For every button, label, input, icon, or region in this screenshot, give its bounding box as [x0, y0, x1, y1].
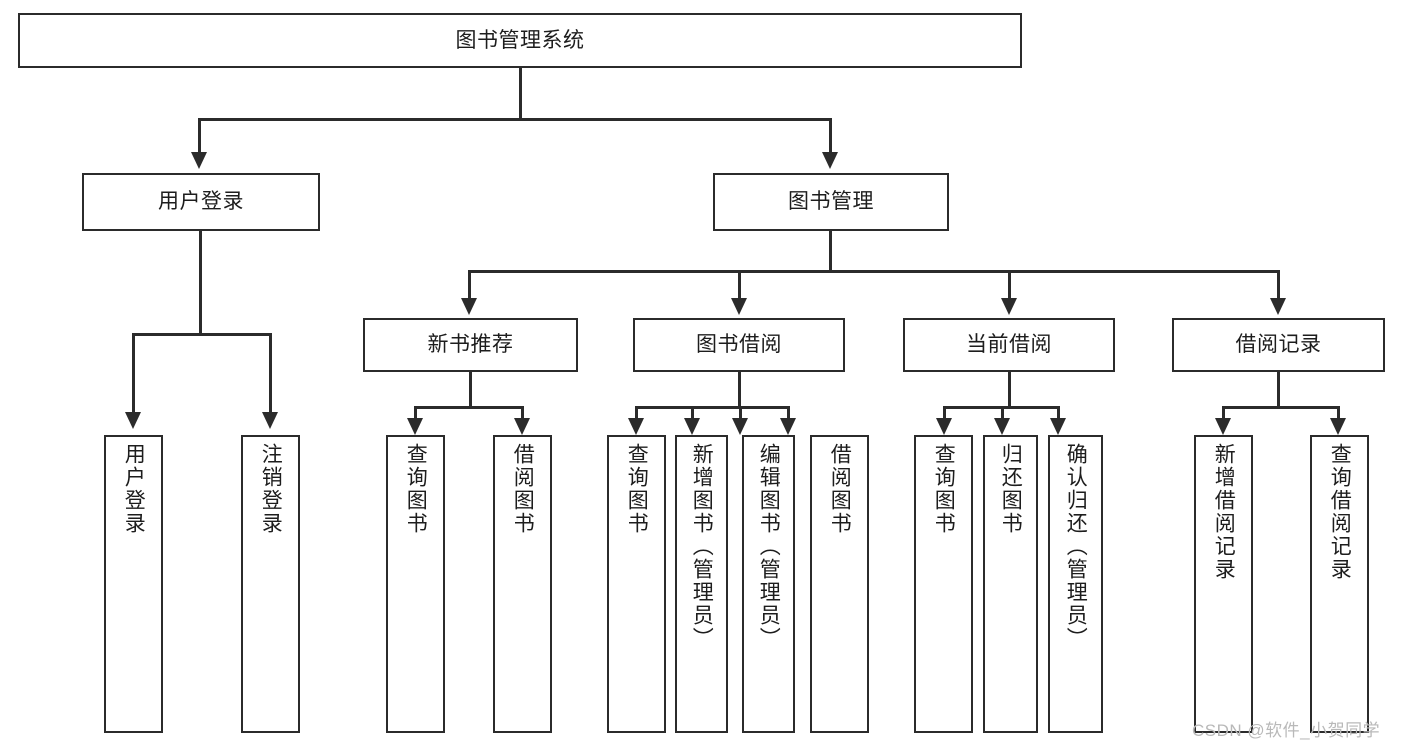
- node-user-login[interactable]: 用户登录: [82, 173, 320, 231]
- leaf-add-book-admin[interactable]: 新增图书（管理员）: [675, 435, 728, 733]
- connector-current-borrow-stem: [1008, 372, 1011, 409]
- connector-to-book-manage: [829, 118, 832, 153]
- connector-user-login-child1: [132, 333, 135, 413]
- node-label: 查询图书: [404, 443, 428, 535]
- connector-book-borrow-bus: [635, 406, 790, 409]
- arrowhead-current-borrow-child1: [936, 418, 952, 435]
- node-label: 确认归还（管理员）: [1064, 443, 1088, 650]
- connector-new-book-child2: [521, 406, 524, 419]
- node-label: 查询图书: [932, 443, 956, 535]
- arrowhead-to-user-login: [191, 152, 207, 169]
- connector-book-manage-stem: [829, 231, 832, 273]
- connector-new-book-stem: [469, 372, 472, 409]
- node-label: 新增图书（管理员）: [690, 443, 714, 650]
- node-book-management[interactable]: 图书管理: [713, 173, 949, 231]
- connector-book-borrow-child3: [739, 406, 742, 419]
- leaf-query-book-current[interactable]: 查询图书: [914, 435, 973, 733]
- leaf-confirm-return-admin[interactable]: 确认归还（管理员）: [1048, 435, 1103, 733]
- node-label: 新书推荐: [427, 333, 514, 357]
- arrowhead-book-borrow-child3: [732, 418, 748, 435]
- node-label: 图书管理系统: [455, 28, 585, 52]
- leaf-edit-book-admin[interactable]: 编辑图书（管理员）: [742, 435, 795, 733]
- connector-borrow-record-stem: [1277, 372, 1280, 409]
- leaf-query-book-borrow[interactable]: 查询图书: [607, 435, 666, 733]
- connector-user-login-stem: [199, 231, 202, 336]
- node-borrow-record[interactable]: 借阅记录: [1172, 318, 1385, 372]
- node-label: 借阅图书: [828, 443, 852, 535]
- connector-level1-bus: [198, 118, 832, 121]
- arrowhead-borrow-record-child1: [1215, 418, 1231, 435]
- arrowhead-borrow-record-child2: [1330, 418, 1346, 435]
- connector-to-new-book: [468, 270, 471, 299]
- node-label: 用户登录: [122, 443, 146, 535]
- connector-borrow-record-child2: [1337, 406, 1340, 419]
- connector-level2-bus: [468, 270, 1280, 273]
- connector-root-stem: [519, 68, 522, 120]
- node-current-borrow[interactable]: 当前借阅: [903, 318, 1115, 372]
- arrowhead-new-book-child1: [407, 418, 423, 435]
- connector-new-book-bus: [414, 406, 524, 409]
- node-new-book-recommend[interactable]: 新书推荐: [363, 318, 578, 372]
- node-label: 借阅记录: [1235, 333, 1322, 357]
- leaf-borrow-book[interactable]: 借阅图书: [810, 435, 869, 733]
- connector-current-borrow-child3: [1057, 406, 1060, 419]
- arrowhead-book-borrow-child1: [628, 418, 644, 435]
- arrowhead-book-borrow-child4: [780, 418, 796, 435]
- connector-to-book-borrow: [738, 270, 741, 299]
- arrowhead-to-borrow-record: [1270, 298, 1286, 315]
- leaf-borrow-book-recommend[interactable]: 借阅图书: [493, 435, 552, 733]
- leaf-logout[interactable]: 注销登录: [241, 435, 300, 733]
- arrowhead-user-login-child2: [262, 412, 278, 429]
- node-label: 编辑图书（管理员）: [757, 443, 781, 650]
- connector-borrow-record-bus: [1222, 406, 1340, 409]
- connector-current-borrow-child2: [1001, 406, 1004, 419]
- node-label: 新增借阅记录: [1212, 443, 1236, 581]
- arrowhead-user-login-child1: [125, 412, 141, 429]
- node-label: 查询图书: [625, 443, 649, 535]
- connector-to-user-login: [198, 118, 201, 153]
- node-label: 归还图书: [999, 443, 1023, 535]
- arrowhead-book-borrow-child2: [684, 418, 700, 435]
- connector-current-borrow-child1: [943, 406, 946, 419]
- arrowhead-new-book-child2: [514, 418, 530, 435]
- arrowhead-to-book-manage: [822, 152, 838, 169]
- connector-user-login-child2: [269, 333, 272, 413]
- node-label: 用户登录: [158, 190, 244, 214]
- arrowhead-to-current-borrow: [1001, 298, 1017, 315]
- connector-user-login-bus: [132, 333, 272, 336]
- node-label: 当前借阅: [966, 333, 1052, 357]
- leaf-query-book-recommend[interactable]: 查询图书: [386, 435, 445, 733]
- connector-book-borrow-child4: [787, 406, 790, 419]
- leaf-return-book[interactable]: 归还图书: [983, 435, 1038, 733]
- leaf-query-borrow-record[interactable]: 查询借阅记录: [1310, 435, 1369, 733]
- arrowhead-to-new-book: [461, 298, 477, 315]
- node-label: 图书管理: [788, 190, 874, 214]
- leaf-user-login[interactable]: 用户登录: [104, 435, 163, 733]
- connector-book-borrow-child1: [635, 406, 638, 419]
- connector-borrow-record-child1: [1222, 406, 1225, 419]
- node-label: 查询借阅记录: [1328, 443, 1352, 581]
- node-label: 注销登录: [259, 443, 283, 535]
- node-label: 借阅图书: [511, 443, 535, 535]
- connector-book-borrow-child2: [691, 406, 694, 419]
- leaf-add-borrow-record[interactable]: 新增借阅记录: [1194, 435, 1253, 733]
- arrowhead-current-borrow-child2: [994, 418, 1010, 435]
- connector-to-borrow-record: [1277, 270, 1280, 299]
- node-root-system[interactable]: 图书管理系统: [18, 13, 1022, 68]
- connector-book-borrow-stem: [738, 372, 741, 409]
- connector-new-book-child1: [414, 406, 417, 419]
- node-book-borrow[interactable]: 图书借阅: [633, 318, 845, 372]
- arrowhead-to-book-borrow: [731, 298, 747, 315]
- node-label: 图书借阅: [696, 333, 782, 357]
- csdn-watermark: CSDN @软件_小贺同学: [1192, 721, 1381, 740]
- arrowhead-current-borrow-child3: [1050, 418, 1066, 435]
- connector-to-current-borrow: [1008, 270, 1011, 299]
